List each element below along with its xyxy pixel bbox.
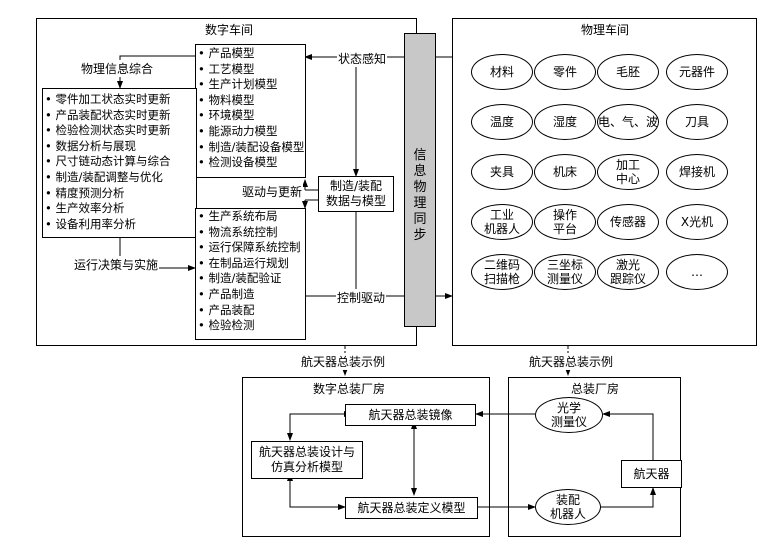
state-sense-label: 状态感知 [337,50,388,67]
analysis-list-item: 零件加工状态实时更新 [45,92,170,108]
assembly-robot-oval: 装配 机器人 [535,489,601,525]
ops-list-item: 产品制造 [198,287,300,303]
physical-item-oval: 夹具 [471,154,533,190]
analysis-list-item: 制造/装配调整与优化 [45,170,170,186]
model-list-item: 环境模型 [198,108,304,124]
models-list: 产品模型工艺模型生产计划模型物料模型环境模型能源动力模型制造/装配设备模型检测设… [198,46,304,171]
example-label-right: 航天器总装示例 [528,353,615,370]
analysis-list-item: 生产效率分析 [45,201,170,217]
assembly-design-model-node: 航天器总装设计与 仿真分析模型 [251,441,363,479]
model-list-item: 生产计划模型 [198,77,304,93]
assembly-plant-title: 总装厂房 [571,382,620,396]
model-list-item: 能源动力模型 [198,124,304,140]
sync-bar-label: 信息物理同步 [413,148,427,243]
physical-item-oval: 零件 [534,54,596,90]
physical-item-oval: 操作 平台 [534,204,596,240]
ops-list: 生产系统布局物流系统控制运行保障系统控制在制品运行规划制造/装配验证产品制造产品… [198,209,300,334]
physical-item-oval: 元器件 [666,54,728,90]
example-label-left: 航天器总装示例 [300,353,387,370]
digital-assembly-title: 数字总装厂房 [313,382,386,396]
model-list-item: 物料模型 [198,93,304,109]
physical-item-oval: 二维码 扫描枪 [471,254,533,290]
physical-item-oval: 机床 [534,154,596,190]
ops-list-item: 制造/装配验证 [198,271,300,287]
digital-workshop-title: 数字车间 [205,23,254,37]
physical-item-oval: 加工 中心 [597,154,659,190]
analysis-list-item: 产品装配状态实时更新 [45,108,170,124]
model-list-item: 产品模型 [198,46,304,62]
physical-workshop-title: 物理车间 [581,23,630,37]
analysis-list-item: 数据分析与展现 [45,139,170,155]
sync-bar [404,33,436,327]
model-list-item: 工艺模型 [198,62,304,78]
physical-item-oval: … [666,254,728,290]
ops-list-item: 产品装配 [198,303,300,319]
ops-list-item: 运行保障系统控制 [198,240,300,256]
analysis-list-item: 设备利用率分析 [45,217,170,233]
model-list-item: 检测设备模型 [198,155,304,171]
manufacturing-data-model-node: 制造/装配 数据与模型 [318,176,394,212]
physical-item-oval: 传感器 [597,204,659,240]
physical-item-oval: 毛胚 [597,54,659,90]
assembly-mirror-node: 航天器总装镜像 [345,404,476,426]
physical-item-oval: 电、气、波 [597,104,659,140]
physical-item-oval: 工业 机器人 [471,204,533,240]
ops-list-item: 物流系统控制 [198,225,300,241]
decision-label: 运行决策与实施 [73,256,160,273]
ops-list-item: 在制品运行规划 [198,256,300,272]
analysis-list: 零件加工状态实时更新产品装配状态实时更新检验检测状态实时更新数据分析与展现尺寸链… [45,92,170,232]
physical-item-oval: 刀具 [666,104,728,140]
analysis-list-item: 检验检测状态实时更新 [45,123,170,139]
physical-item-oval: 材料 [471,54,533,90]
control-drive-label: 控制驱动 [336,289,387,306]
ops-list-item: 检验检测 [198,318,300,334]
phys-info-label: 物理信息综合 [80,60,155,77]
physical-item-oval: X光机 [666,204,728,240]
physical-item-oval: 温度 [471,104,533,140]
model-list-item: 制造/装配设备模型 [198,140,304,156]
spacecraft-node: 航天器 [621,460,682,488]
optical-measurer-oval: 光学 测量仪 [535,397,603,433]
physical-item-oval: 三坐标 测量仪 [534,254,596,290]
ops-list-item: 生产系统布局 [198,209,300,225]
drive-update-label: 驱动与更新 [241,183,304,200]
analysis-list-item: 精度预测分析 [45,186,170,202]
physical-item-oval: 激光 跟踪仪 [597,254,659,290]
analysis-list-item: 尺寸链动态计算与综合 [45,154,170,170]
assembly-definition-model-node: 航天器总装定义模型 [345,497,478,519]
physical-item-oval: 湿度 [534,104,596,140]
physical-item-oval: 焊接机 [666,154,728,190]
